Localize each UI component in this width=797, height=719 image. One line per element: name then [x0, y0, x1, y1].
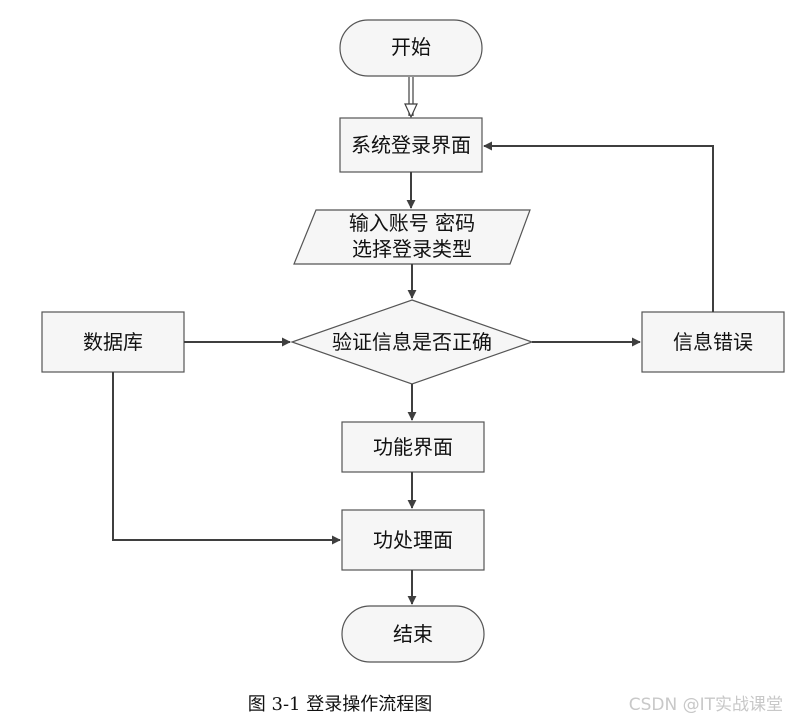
function-screen-label: 功能界面 [373, 435, 453, 459]
figure-caption: 图 3-1 登录操作流程图 [247, 694, 433, 715]
watermark: CSDN @IT实战课堂 [628, 695, 783, 715]
verify-label: 验证信息是否正确 [332, 330, 492, 354]
arrow-error-to-login [483, 141, 714, 312]
input-label-line1: 输入账号 密码 [349, 211, 475, 235]
error-label: 信息错误 [673, 330, 753, 354]
function-screen-node: 功能界面 [341, 421, 485, 473]
process-screen-node: 功处理面 [341, 509, 485, 571]
database-node: 数据库 [41, 311, 185, 373]
start-label: 开始 [391, 35, 431, 59]
input-node: 输入账号 密码 选择登录类型 [293, 209, 531, 265]
database-label: 数据库 [83, 330, 143, 354]
input-label-line2: 选择登录类型 [352, 237, 472, 261]
arrow-database-to-process [112, 372, 341, 545]
login-screen-label: 系统登录界面 [351, 133, 471, 157]
verify-decision-node: 验证信息是否正确 [290, 299, 534, 385]
arrow-start-to-login-head [404, 103, 418, 119]
end-node: 结束 [341, 605, 485, 663]
error-node: 信息错误 [641, 311, 785, 373]
end-label: 结束 [393, 622, 433, 646]
process-screen-label: 功处理面 [373, 528, 453, 552]
login-screen-node: 系统登录界面 [339, 117, 483, 173]
start-node: 开始 [339, 19, 483, 77]
